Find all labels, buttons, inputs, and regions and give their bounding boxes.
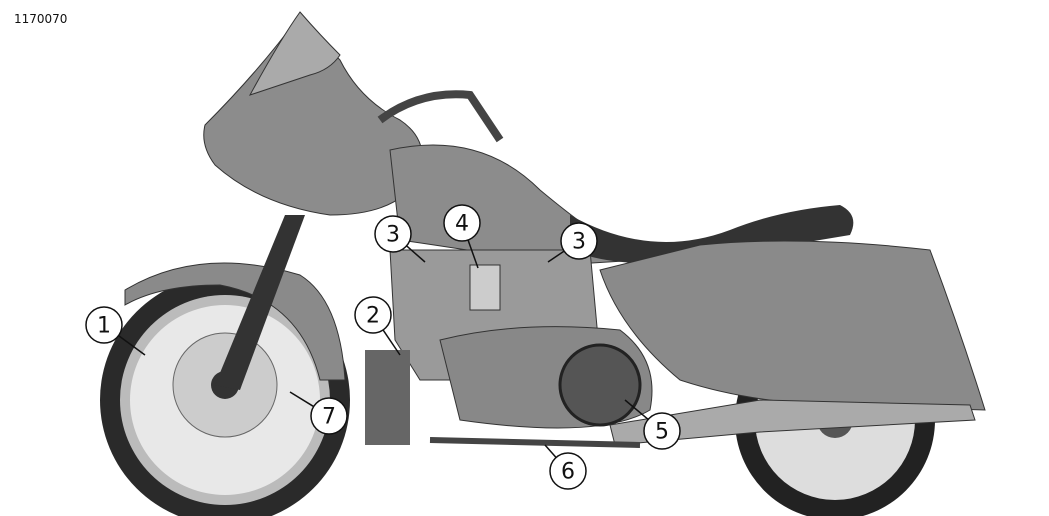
- kickstand-area: [429, 437, 641, 448]
- callout-number: 1: [97, 314, 111, 339]
- callout-4: 4: [443, 204, 481, 269]
- frame-lower: [365, 350, 410, 445]
- callout-7: 7: [289, 391, 348, 435]
- callout-5: 5: [624, 399, 681, 450]
- callout-circle: [560, 222, 598, 260]
- callout-1: 1: [85, 306, 146, 356]
- leader-line: [289, 391, 315, 408]
- callout-number: 6: [561, 460, 575, 485]
- callout-number: 3: [386, 223, 400, 248]
- callout-circle: [549, 452, 587, 490]
- callout-3: 3: [374, 215, 426, 263]
- callout-3: 3: [547, 222, 598, 263]
- callout-2: 2: [354, 296, 401, 356]
- saddlebag: [599, 240, 986, 411]
- leader-line: [382, 329, 401, 356]
- leader-line: [624, 399, 649, 421]
- callout-circle: [443, 204, 481, 242]
- callout-number: 7: [322, 405, 336, 430]
- callout-number: 5: [655, 420, 669, 445]
- callout-6: 6: [544, 444, 587, 490]
- leader-line: [544, 444, 557, 459]
- callouts: 1 2 3 4 3 5 6 7: [85, 204, 681, 490]
- callout-circle: [354, 296, 392, 334]
- callout-circle: [374, 215, 412, 253]
- seat: [570, 205, 854, 264]
- figure-id: 1170070: [14, 12, 68, 26]
- air-cleaner: [469, 264, 501, 311]
- leader-line: [118, 335, 146, 356]
- windshield: [248, 11, 341, 96]
- callout-circle: [85, 306, 123, 344]
- callout-circle: [643, 412, 681, 450]
- callout-number: 2: [366, 304, 380, 329]
- leader-line: [406, 245, 426, 263]
- handlebar: [377, 90, 504, 143]
- front-fender: [124, 262, 346, 381]
- callout-number: 4: [455, 212, 469, 237]
- callout-circle: [310, 397, 348, 435]
- leader-line: [547, 250, 565, 263]
- derby-cover: [558, 343, 642, 427]
- leader-line: [467, 239, 479, 269]
- fork: [215, 215, 305, 390]
- callout-number: 3: [572, 230, 586, 255]
